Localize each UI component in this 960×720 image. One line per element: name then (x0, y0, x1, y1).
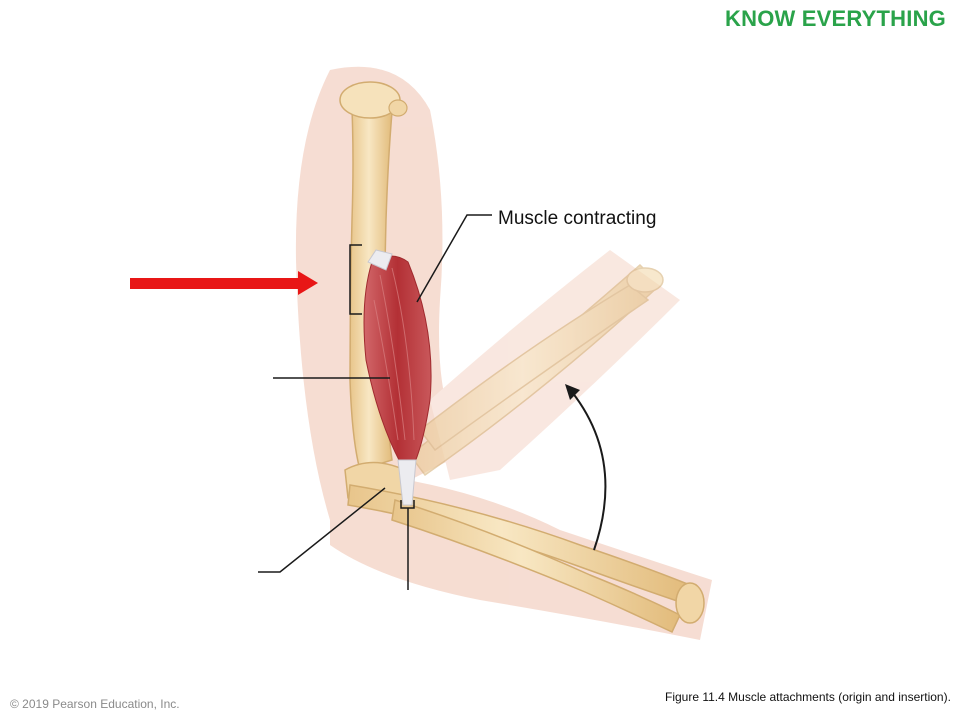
origin-tendon (367, 249, 393, 271)
muscle-contracting-leader (416, 214, 492, 303)
figure-caption: Figure 11.4 Muscle attachments (origin a… (665, 690, 951, 704)
red-arrow-shaft (130, 278, 302, 289)
wrist-end (675, 582, 705, 624)
raised-wrist-end (626, 267, 664, 293)
biceps-muscle (363, 249, 432, 506)
brand-logo-text: KNOW EVERYTHING (725, 6, 946, 31)
elbow-joint-leader (258, 487, 386, 573)
muscle-fibers (373, 267, 415, 441)
extended-radius (391, 499, 681, 634)
flexion-arc (571, 391, 607, 551)
raised-ulna (418, 284, 650, 452)
forearm-bones-extended (347, 484, 705, 634)
copyright-text: © 2019 Pearson Education, Inc. (10, 697, 180, 711)
forearm-bones-raised (408, 263, 664, 477)
flexion-movement-arrow (565, 384, 607, 551)
red-indicator-arrow (130, 271, 318, 295)
humeral-tubercle (388, 99, 408, 117)
red-arrow-head (298, 271, 318, 295)
muscle-contracting-label: Muscle contracting (498, 208, 657, 229)
flexion-arrowhead (565, 384, 580, 400)
muscle-belly (363, 255, 432, 463)
insertion-tendon (397, 459, 417, 506)
leader-lines (258, 214, 492, 590)
origin-bracket (349, 244, 362, 315)
